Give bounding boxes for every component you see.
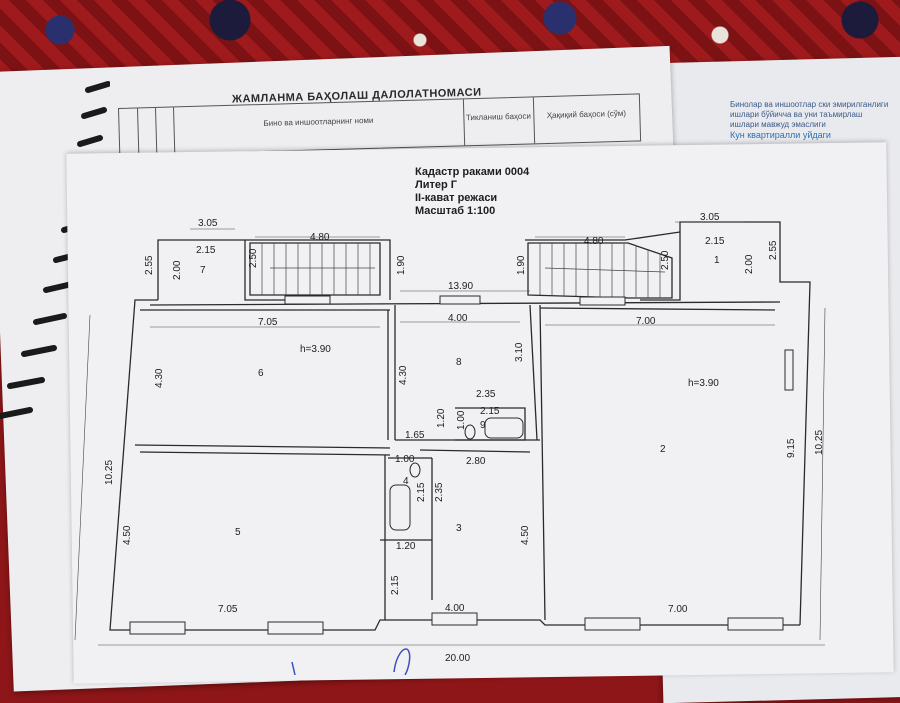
dim-room3-width: 2.80 [466,456,486,467]
dim-right-h-190: 1.90 [516,255,527,275]
side-note-line-3: ишлари мавжуд эмаслиги [730,120,826,129]
ceiling-height-right: h=3.90 [688,378,719,389]
room-number-5: 5 [235,527,241,538]
room-number-6: 6 [258,368,264,379]
dim-room6-height: 4.30 [154,368,165,388]
room-number-1: 1 [714,255,720,266]
dim-total-width: 20.00 [445,653,470,664]
dim-right-h-255: 2.55 [768,240,779,260]
room-number-4: 4 [403,476,409,487]
dim-room8-height: 4.30 [398,365,409,385]
dim-room6-width: 7.05 [258,317,278,328]
dim-left-h-255: 2.55 [144,255,155,275]
dim-room2-width: 7.00 [636,316,656,327]
dim-corridor-length: 13.90 [448,281,473,292]
cadastre-number: Кадастр раками 0004 [415,166,530,178]
room-number-9: 9 [480,420,486,431]
stair-treads [261,243,666,298]
room-number-2: 2 [660,444,666,455]
dim-room8-width: 4.00 [448,313,468,324]
dim-room3-215: 2.15 [390,575,401,595]
windows [129,295,794,635]
dim-room5-width: 7.05 [218,604,238,615]
dim-stair-right: 4.80 [584,236,604,247]
room-number-7: 7 [200,265,206,276]
dim-right-total-height: 10.25 [814,430,825,455]
room-number-8: 8 [456,357,462,368]
dim-left-h-200: 2.00 [172,260,183,280]
dim-stair-left: 4.80 [310,232,330,243]
dim-right-h-200: 2.00 [744,254,755,274]
room-number-3: 3 [456,523,462,534]
dimension-labels: 3.05 2.15 3.05 2.15 4.80 4.80 2.55 2.00 … [104,212,825,664]
side-note-line-1: Бинолар ва иншоотлар ски эмирилганлиги [730,100,889,109]
fixtures [389,417,524,531]
dim-left-total-height: 10.25 [104,460,115,485]
dim-bath9-width: 2.35 [476,389,496,400]
dim-top-right-inner: 2.15 [705,236,725,247]
dim-bath9-inner: 2.15 [480,406,500,417]
ink-marks [291,648,411,675]
dim-bath4-h1: 2.15 [416,482,427,502]
side-note: Бинолар ва иншоотлар ски эмирилганлиги и… [730,100,900,140]
dim-top-right-width: 3.05 [700,212,720,223]
dim-top-left-width: 3.05 [198,218,218,229]
dim-room2-bottom: 7.00 [668,604,688,615]
side-note-line-2: ишлари бўйичча ва уни таъмирлаш [730,110,863,119]
dim-room3-120: 1.20 [396,541,416,552]
dim-bath9-h1: 1.20 [436,408,447,428]
dim-room3-bottom: 4.00 [445,603,465,614]
liter-label: Литер Г [415,179,458,191]
dim-bath4-width: 1.00 [395,454,415,465]
dimension-lines [74,221,826,646]
dim-top-left-inner: 2.15 [196,245,216,256]
dim-bath9-h2: 1.00 [456,410,467,430]
ceiling-height-left: h=3.90 [300,344,331,355]
side-note-center: Кун квартиралли уйдаги [730,130,831,140]
dim-room3-height: 4.50 [520,525,531,545]
dim-room8-side: 3.10 [514,342,525,362]
floor-label: II-кават режаси [415,192,497,204]
dim-bath4-h2: 2.35 [434,482,445,502]
dim-right-h-250: 2.50 [660,250,671,270]
dim-right-915: 9.15 [786,438,797,458]
room-numbers: 1 2 3 4 5 6 7 8 9 [200,255,720,538]
dim-room5-height: 4.50 [122,525,133,545]
dim-left-h-250: 2.50 [248,248,259,268]
dim-corridor-165: 1.65 [405,430,425,441]
floor-plan: Кадастр раками 0004 Литер Г II-кават реж… [74,166,826,675]
dim-left-h-190: 1.90 [396,255,407,275]
scale-label: Масштаб 1:100 [415,205,495,217]
